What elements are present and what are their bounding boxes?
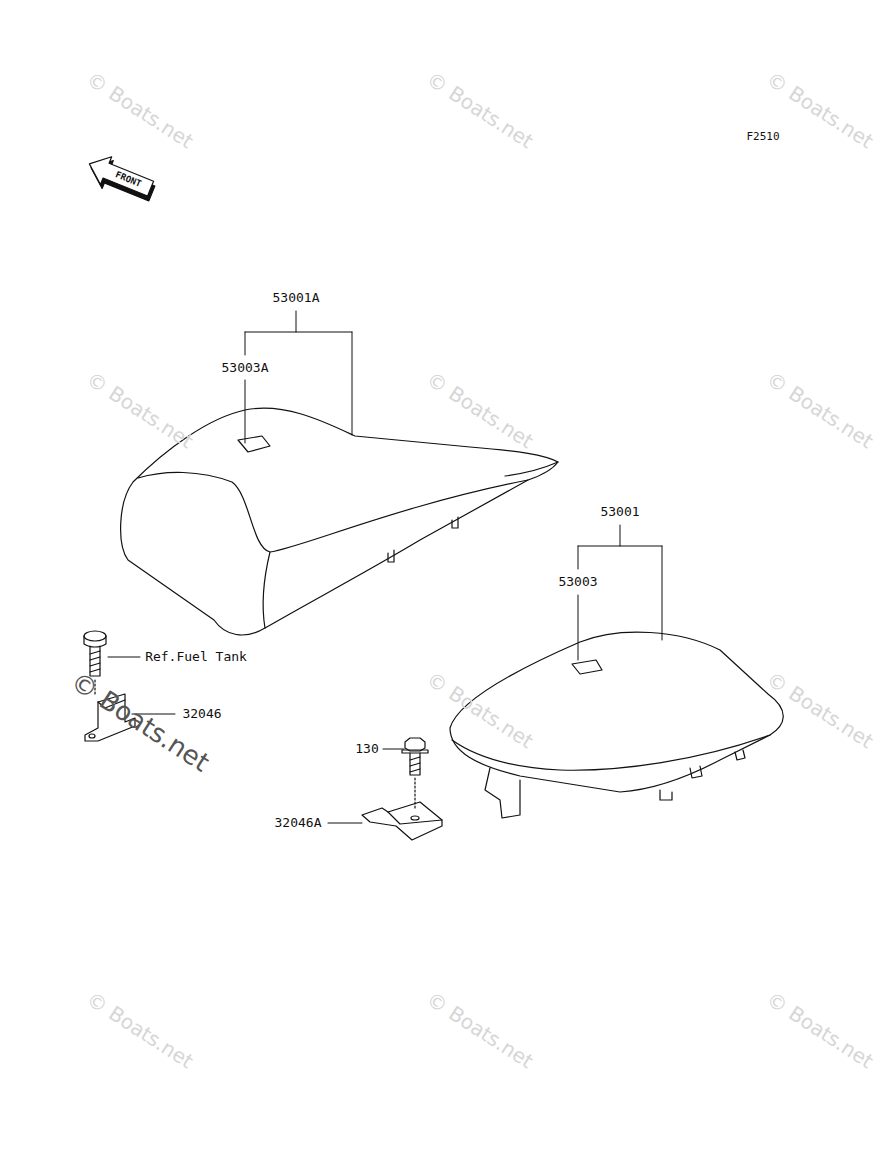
direction-label: FRONT [114, 170, 143, 189]
watermark: © Boats.net [66, 667, 215, 777]
figure-code: F2510 [746, 131, 779, 143]
part-number: 53003A [222, 361, 269, 375]
part-number: 53001A [273, 291, 320, 305]
watermark: © Boats.net [763, 668, 877, 753]
watermark: © Boats.net [763, 368, 877, 453]
watermark: © Boats.net [83, 68, 197, 153]
watermark: © Boats.net [83, 988, 197, 1073]
bracket [362, 802, 442, 840]
part-number: 130 [355, 742, 378, 756]
front-arrow [83, 150, 159, 206]
part-number: 32046 [182, 707, 221, 721]
watermark: © Boats.net [423, 668, 537, 753]
reference-note: Ref.Fuel Tank [145, 650, 247, 664]
watermark: © Boats.net [423, 988, 537, 1073]
watermark: © Boats.net [423, 68, 537, 153]
bolt [402, 738, 428, 808]
part-number: 53003 [558, 575, 597, 589]
watermark: © Boats.net [763, 68, 877, 153]
part-number: 53001 [600, 505, 639, 519]
part-number: 32046A [275, 816, 322, 830]
watermark: © Boats.net [83, 368, 197, 453]
watermark: © Boats.net [763, 988, 877, 1073]
watermark: © Boats.net [423, 368, 537, 453]
